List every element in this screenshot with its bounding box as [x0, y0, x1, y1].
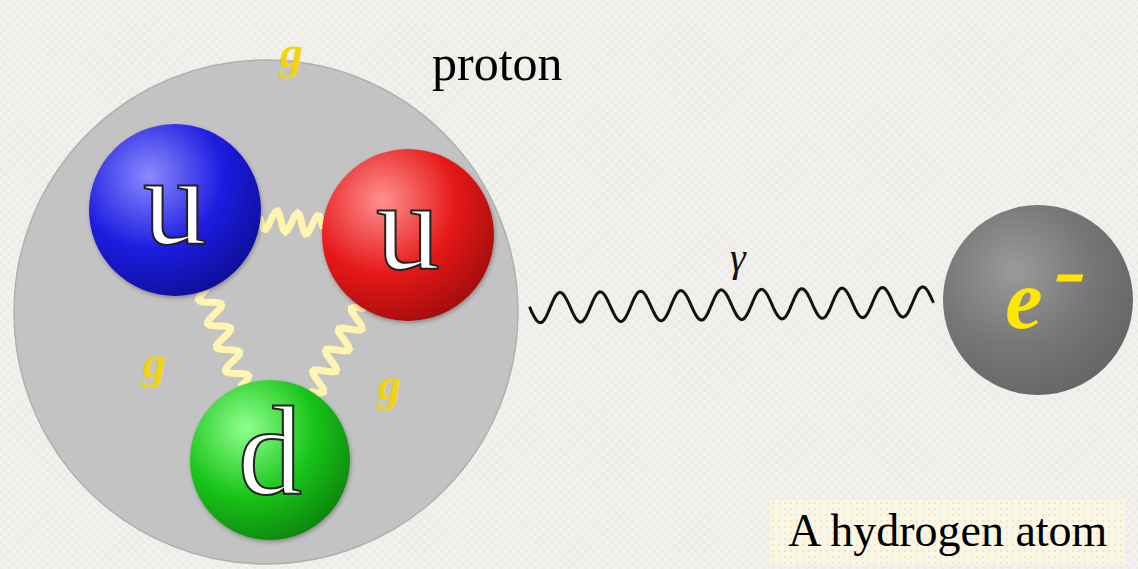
gluon-symbol: g: [280, 30, 303, 76]
photon-line: [530, 287, 933, 323]
quark-circle: d: [190, 380, 350, 540]
photon-symbol: γ: [730, 238, 746, 278]
quark-label: u: [376, 162, 440, 290]
electron-label: e⁻: [1005, 258, 1070, 342]
gluon-symbol: g: [378, 362, 401, 408]
quark-label: u: [143, 137, 207, 265]
proton-label: proton: [432, 38, 563, 88]
quark-circle: u: [322, 149, 494, 321]
gluon-symbol: g: [143, 340, 166, 386]
caption-note: A hydrogen atom: [770, 500, 1125, 565]
quark-label: d: [238, 387, 302, 515]
quark-circle: u: [89, 124, 261, 296]
proton-circle: protonuud: [12, 58, 520, 566]
electron-circle: e⁻: [943, 205, 1133, 395]
